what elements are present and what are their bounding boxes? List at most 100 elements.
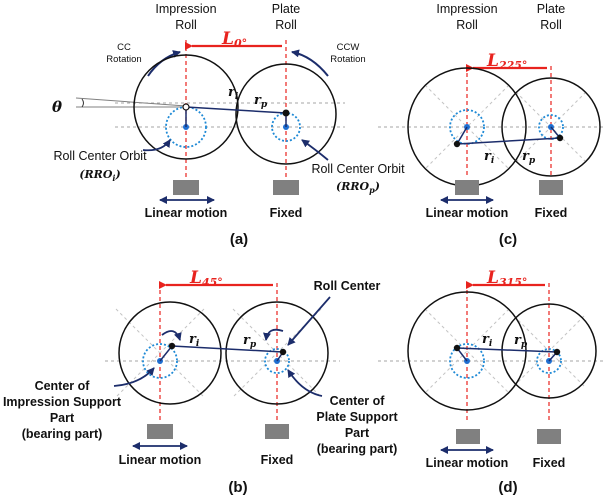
plate-support-pointer [287, 369, 323, 397]
impression-roll [407, 291, 527, 411]
plate-support-label-line1: Center of [330, 394, 386, 408]
rp-label: rp [522, 149, 536, 166]
impression-roll [118, 301, 222, 405]
plate-support-block [273, 180, 299, 195]
fixed-label: Fixed [533, 456, 566, 470]
impression-support-block [456, 429, 480, 444]
orbit-left-symbol: (RROi) [79, 168, 120, 183]
caption-b: (b) [228, 479, 247, 496]
ri-label: ri [189, 332, 200, 349]
impression-radius [159, 345, 173, 362]
rp-label: rp [514, 333, 528, 350]
impression-roll-title-line2: Roll [456, 18, 478, 32]
linear-motion-label: Linear motion [426, 206, 509, 220]
panel-d: L315° ri rp Linear motion Fixed (d) [378, 268, 604, 496]
impression-support-block [455, 180, 479, 195]
impression-orbit [449, 343, 485, 379]
impression-support-label-line4: (bearing part) [22, 427, 103, 441]
plate-roll-title-line1: Plate [272, 2, 301, 16]
impression-orbit [449, 109, 485, 145]
plate-support-label-line4: (bearing part) [317, 442, 398, 456]
orbit-right-symbol: (RROp) [336, 180, 380, 195]
ccw-rotation-label-line2: Rotation [330, 54, 365, 65]
plate-roll-center [282, 109, 290, 117]
impression-support-block [147, 424, 173, 439]
caption-c: (c) [499, 231, 517, 248]
impression-roll-center [182, 103, 190, 111]
linear-motion-label: Linear motion [119, 453, 202, 467]
ri-label: ri [482, 332, 493, 349]
panel-b: L45° ri rp Roll Center Center of Impress… [3, 268, 398, 496]
orbit-right-pointer [301, 139, 329, 161]
plate-roll [501, 303, 597, 399]
impression-roll-center [168, 342, 176, 350]
plate-support-block [537, 429, 561, 444]
diagonal-line [424, 84, 510, 170]
plate-support-block [265, 424, 289, 439]
plate-roll-title-line2: Roll [540, 18, 562, 32]
rp-label: rp [254, 93, 268, 110]
fixed-label: Fixed [270, 206, 303, 220]
linear-motion-label: Linear motion [426, 456, 509, 470]
distance-label: L0° [221, 29, 247, 50]
plate-support-label-line3: Part [345, 426, 370, 440]
panel-a: Impression Roll Plate Roll L0° CC Rotati… [52, 2, 405, 248]
cc-rotation-label-line2: Rotation [106, 54, 141, 65]
fixed-label: Fixed [535, 206, 568, 220]
rotation-arrow-plate [263, 328, 284, 341]
plate-orbit [538, 114, 564, 140]
impression-support-block [173, 180, 199, 195]
diagonal-line [424, 308, 510, 394]
plate-orbit [264, 348, 290, 374]
impression-orbit [142, 343, 178, 379]
caption-a: (a) [230, 231, 248, 248]
orbit-left-pointer [142, 139, 171, 152]
orbit-left-label: Roll Center Orbit [53, 149, 147, 163]
impression-support-label-line2: Impression Support [3, 395, 122, 409]
plate-support-label-line2: Plate Support [316, 410, 398, 424]
theta-arc [81, 98, 84, 108]
roll-center-pointer [287, 296, 331, 346]
impression-roll-title-line1: Impression [436, 2, 497, 16]
impression-support-label-line1: Center of [35, 379, 91, 393]
ri-label: ri [484, 149, 495, 166]
cc-rotation-label-line1: CC [117, 42, 131, 53]
plate-roll [225, 301, 329, 405]
rp-label: rp [243, 333, 257, 350]
distance-label: L45° [189, 268, 223, 289]
ccw-rotation-label-line1: CCW [337, 42, 360, 53]
rotation-arrow-impression [161, 330, 182, 341]
plate-roll [501, 77, 601, 177]
ri-label: ri [228, 85, 239, 102]
impression-support-label-line3: Part [50, 411, 75, 425]
theta-line [75, 97, 187, 107]
impression-roll-title-line2: Roll [175, 18, 197, 32]
impression-roll [133, 54, 239, 160]
panel-c: Impression Roll Plate Roll L225° ri rp L… [378, 2, 604, 248]
plate-roll-center [279, 348, 287, 356]
plate-support-block [539, 180, 563, 195]
diagonal-line [424, 84, 510, 170]
caption-d: (d) [498, 479, 517, 496]
radius-link [171, 345, 284, 353]
radius-link [456, 137, 561, 145]
roll-center-label: Roll Center [314, 279, 381, 293]
orbit-right-label: Roll Center Orbit [311, 162, 405, 176]
plate-roll-title-line2: Roll [275, 18, 297, 32]
impression-roll-center [453, 140, 461, 148]
radius-link [456, 347, 558, 353]
plate-roll-title-line1: Plate [537, 2, 566, 16]
distance-label: L225° [486, 51, 527, 72]
impression-roll-title-line1: Impression [155, 2, 216, 16]
linear-motion-label: Linear motion [145, 206, 228, 220]
impression-roll-center [453, 344, 461, 352]
diagonal-line [424, 308, 510, 394]
plate-orbit [536, 348, 562, 374]
theta-label: θ [52, 98, 62, 116]
plate-roll-center [553, 348, 561, 356]
plate-roll [235, 63, 337, 165]
plate-roll-center [556, 134, 564, 142]
distance-label: L315° [486, 268, 527, 289]
impression-radius [456, 126, 468, 145]
